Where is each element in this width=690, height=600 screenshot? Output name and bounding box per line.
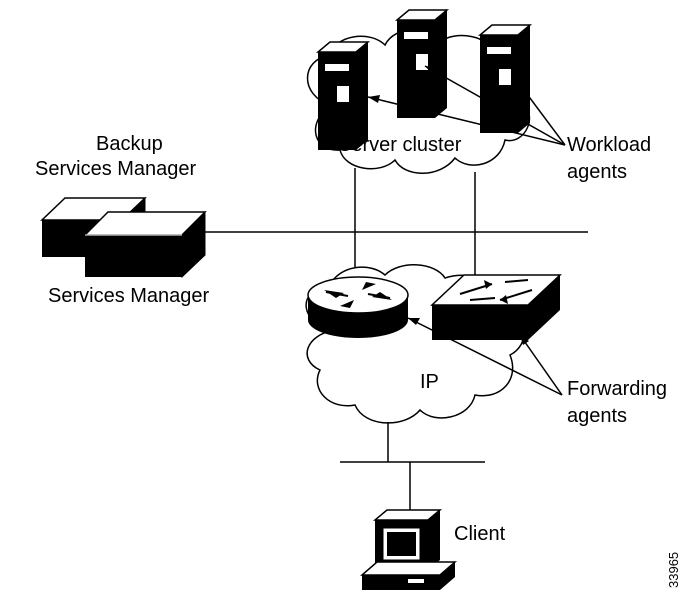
server-icon-left: [315, 41, 371, 150]
figure-id-label: 33965: [666, 551, 681, 588]
switch-icon: [430, 274, 562, 340]
server-cluster-label: Server cluster: [338, 134, 462, 156]
backup-manager-label-line1: Backup: [96, 133, 163, 155]
backup-manager-label-line2: Services Manager: [35, 158, 197, 180]
forwarding-agents-arrows: [407, 317, 563, 396]
server-icon-right: [477, 24, 533, 133]
ip-cloud-label: IP: [420, 371, 439, 393]
forwarding-agents-label-line2: agents: [567, 405, 628, 427]
workload-agents-arrows: [367, 65, 566, 146]
client-workstation-icon: [359, 509, 458, 590]
workload-agents-label-line1: Workload: [567, 134, 652, 156]
workload-agents-label-line2: agents: [567, 161, 628, 183]
client-label: Client: [454, 523, 506, 545]
router-icon: [307, 276, 409, 338]
services-manager-box: [83, 210, 207, 279]
forwarding-agents-label-line1: Forwarding: [567, 378, 668, 400]
server-icon-middle: [394, 9, 450, 118]
services-manager-label: Services Manager: [48, 285, 210, 307]
